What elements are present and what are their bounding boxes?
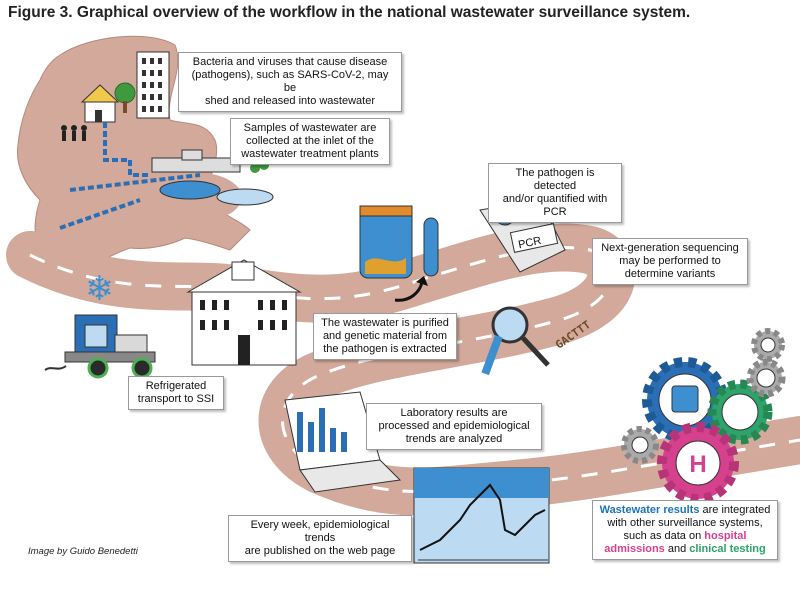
apartment-building-icon xyxy=(136,51,170,119)
pcr-detect-note: The pathogen is detected and/or quantifi… xyxy=(488,163,622,223)
integrated-line-2: with other surveillance systems, xyxy=(607,517,763,529)
sewer-pipe xyxy=(103,122,150,177)
pcr-detect-line-1: The pathogen is detected xyxy=(515,167,595,192)
integrated-line-3: such as data on hospital xyxy=(598,530,772,543)
integrated-line-1: Wastewater results are integrated xyxy=(598,504,772,517)
funen-island xyxy=(145,199,177,224)
house-icon xyxy=(80,84,120,123)
magnifier-icon xyxy=(481,306,550,376)
lab-results-line-2: processed and epidemiological xyxy=(378,420,530,432)
weekly-note: Every week, epidemiological trends are p… xyxy=(228,515,412,562)
people-icon xyxy=(61,125,87,141)
ngs-line-1: Next-generation sequencing xyxy=(601,242,739,254)
integrated-line-4-mid: and xyxy=(664,543,690,555)
weekly-line-2: are published on the web page xyxy=(244,545,396,557)
test-tube-icon xyxy=(423,217,439,277)
lab-results-note: Laboratory results are processed and epi… xyxy=(366,403,542,450)
integrated-line-3-prefix: such as data on xyxy=(623,530,705,542)
samples-line-2: collected at the inlet of the xyxy=(246,135,374,147)
arrow-icon xyxy=(394,281,424,302)
hospital-icon: H xyxy=(689,451,706,478)
pathogens-line-3: shed and released into wastewater xyxy=(205,95,375,107)
integrated-note: Wastewater results are integrated with o… xyxy=(592,500,778,560)
sewer-pipe-2 xyxy=(69,173,201,192)
integrated-line-1-rest: are integrated xyxy=(699,504,771,516)
tree-icon xyxy=(114,82,136,113)
pcr-label: PCR xyxy=(517,235,542,252)
samples-note: Samples of wastewater are collected at t… xyxy=(230,118,390,165)
lab-results-line-1: Laboratory results are xyxy=(400,407,508,419)
treatment-plant-icon xyxy=(151,149,274,206)
image-credit: Image by Guido Benedetti xyxy=(28,546,138,557)
ngs-line-3: determine variants xyxy=(624,268,716,280)
clinical-testing-highlight: clinical testing xyxy=(689,543,766,555)
transport-line-2: transport to SSI xyxy=(137,393,215,405)
admissions-highlight: admissions xyxy=(604,543,665,555)
ngs-line-2: may be performed to xyxy=(619,255,721,267)
purified-line-2: and genetic material from xyxy=(322,330,448,342)
transport-line-1: Refrigerated xyxy=(145,380,207,392)
snowflake-icon: ❄ xyxy=(85,269,114,309)
purified-note: The wastewater is purified and genetic m… xyxy=(313,313,457,360)
hospital-gear-icon xyxy=(657,422,739,504)
hospital-highlight: hospital xyxy=(704,530,747,542)
gear-icon-2 xyxy=(707,379,773,445)
trend-chart-icon xyxy=(413,467,550,564)
ssi-building-icon xyxy=(186,259,302,366)
ngs-note: Next-generation sequencing may be perfor… xyxy=(592,238,748,285)
pathogens-note: Bacteria and viruses that cause disease … xyxy=(178,52,402,112)
laptop-icon xyxy=(284,391,402,493)
pathogens-line-2: (pathogens), such as SARS-CoV-2, may be xyxy=(191,69,389,94)
samples-line-3: wastewater treatment plants xyxy=(241,148,379,160)
refrigerated-truck-icon xyxy=(44,314,156,379)
pcr-detect-line-2: and/or quantified with PCR xyxy=(502,193,608,218)
transport-note: Refrigerated transport to SSI xyxy=(128,376,224,410)
wastewater-results-highlight: Wastewater results xyxy=(599,504,700,516)
purified-line-1: The wastewater is purified xyxy=(321,317,449,329)
pathogens-line-1: Bacteria and viruses that cause disease xyxy=(192,56,388,68)
gear-icon-3 xyxy=(746,358,786,398)
samples-line-1: Samples of wastewater are xyxy=(243,122,377,134)
gear-icon-4 xyxy=(751,328,785,362)
integrated-line-4: admissions and clinical testing xyxy=(598,543,772,556)
figure-title: Figure 3. Graphical overview of the work… xyxy=(8,4,691,21)
gear-icon-5 xyxy=(621,426,659,464)
purified-line-3: the pathogen is extracted xyxy=(323,343,447,355)
weekly-line-1: Every week, epidemiological trends xyxy=(250,519,390,544)
lab-results-line-3: trends are analyzed xyxy=(405,433,503,445)
sample-jar-icon xyxy=(359,205,413,279)
sewer-pipe-3 xyxy=(59,198,141,230)
